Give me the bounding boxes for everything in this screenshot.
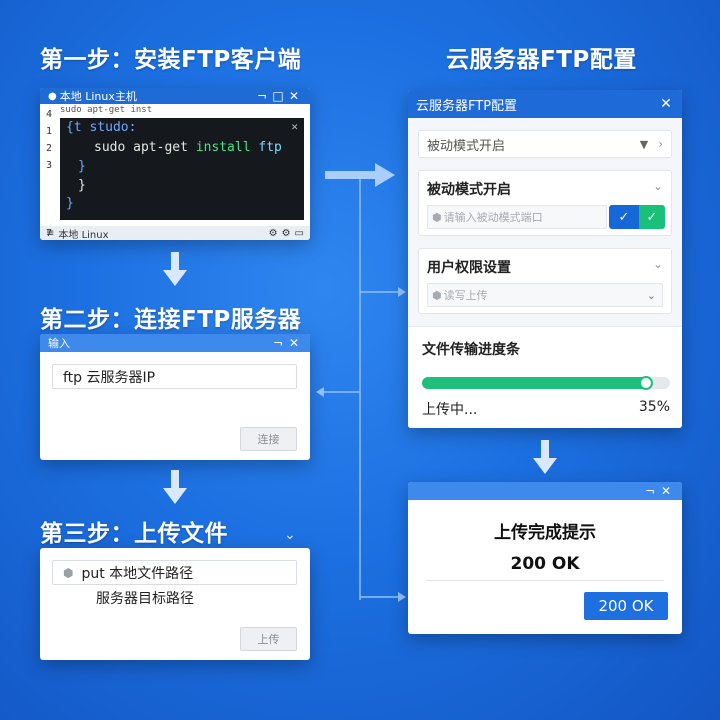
gear-icon[interactable]: ⚙ [281, 227, 291, 239]
done-status-code: 200 OK [510, 554, 580, 574]
passive-port-placeholder: 请输入被动模式端口 [443, 211, 543, 224]
shield-icon: ⬢ [432, 288, 442, 302]
step3-heading: 第三步：上传文件 [40, 521, 228, 547]
ok-button[interactable]: 200 OK [584, 592, 668, 620]
code-line: sudo apt-get install ftp [94, 140, 282, 155]
terminal-top-line: sudo apt-get inst [60, 105, 153, 115]
code-line: } [78, 178, 86, 193]
chevron-down-icon[interactable]: ⌄ [652, 257, 663, 271]
minimize-icon[interactable]: ¬ [272, 336, 284, 350]
cloud-config-window: 云服务器FTP配置 ✕ 被动模式开启 ▼ › 被动模式开启 ⌄ ⬢请输入被动模式… [408, 90, 682, 428]
put-command-text: put 本地文件路径 [81, 565, 194, 582]
connect-window: 输入 ¬ ✕ ftp 云服务器IP 连接 [40, 334, 310, 460]
passive-mode-panel: 被动模式开启 ⌄ ⬢请输入被动模式端口 ✓ ✓ [418, 170, 672, 236]
arrow-down-icon [163, 252, 187, 288]
line-number [40, 191, 58, 208]
arrow-down-icon [533, 440, 557, 476]
minimize-icon[interactable]: ¬ [644, 484, 656, 498]
permission-panel: 用户权限设置 ⌄ ⬢读写上传 ⌄ [418, 248, 672, 314]
cloud-heading: 云服务器FTP配置 [446, 47, 637, 73]
upload-button[interactable]: 上传 [240, 627, 297, 651]
close-icon[interactable]: ✕ [288, 336, 300, 350]
gear-icon[interactable]: ⚙ [268, 227, 278, 239]
line-number: 7 [45, 228, 53, 239]
progress-status: 上传中... [422, 402, 478, 418]
progress-fill [422, 376, 653, 390]
permission-select[interactable]: ⬢读写上传 ⌄ [427, 283, 663, 307]
progress-panel: 文件传输进度条 上传中... 35% [408, 326, 682, 428]
caret-down-icon: ▼ [639, 137, 649, 151]
chevron-down-icon[interactable]: ⌄ [284, 527, 296, 543]
line-numbers: 4 1 2 3 7 [40, 104, 58, 239]
cloud-titlebar: 云服务器FTP配置 ✕ [408, 90, 682, 118]
window-icon[interactable]: ▭ [294, 227, 304, 239]
close-icon[interactable]: ✕ [291, 120, 298, 133]
arrow-down-icon [163, 470, 187, 506]
code-line: } [66, 196, 74, 211]
target-path-text: 服务器目标路径 [96, 591, 194, 607]
code-line: } [78, 159, 86, 174]
ftp-command-input[interactable]: ftp 云服务器IP [52, 364, 297, 389]
terminal-titlebar: ● 本地 Linux主机 ¬ □ ✕ [40, 88, 310, 104]
shield-icon: ⬢ [432, 210, 442, 224]
close-icon[interactable]: ✕ [288, 89, 300, 103]
chevron-down-icon[interactable]: ⌄ [652, 179, 663, 193]
terminal-editor[interactable]: sudo apt-get inst {t studo: ✕ sudo apt-g… [58, 104, 310, 226]
terminal-statusbar: ≡ 本地 Linux ⚙ ⚙ ▭ [40, 226, 310, 240]
passive-mode-label: 被动模式开启 [427, 182, 511, 198]
progress-handle[interactable] [638, 376, 653, 390]
linux-icon: ● [48, 90, 57, 102]
passive-port-input[interactable]: ⬢请输入被动模式端口 [427, 205, 607, 229]
status-text: 本地 Linux [58, 229, 109, 241]
close-icon[interactable]: ✕ [660, 484, 672, 498]
line-number: 4 [45, 109, 53, 120]
connect-title: 输入 [48, 337, 70, 350]
step1-heading: 第一步：安装FTP客户端 [40, 47, 302, 73]
arrow-right-icon [325, 163, 395, 187]
terminal-window: ● 本地 Linux主机 ¬ □ ✕ 4 1 2 3 7 sudo apt-ge… [40, 88, 310, 240]
line-number [40, 208, 58, 225]
divider [426, 580, 664, 581]
mode-dropdown[interactable]: 被动模式开启 ▼ › [418, 130, 672, 158]
line-number: 2 [45, 143, 53, 154]
code-line: {t studo: [66, 120, 137, 135]
terminal-body: 4 1 2 3 7 sudo apt-get inst {t studo: ✕ … [40, 104, 310, 239]
permission-label: 用户权限设置 [427, 260, 511, 276]
line-number: 1 [45, 126, 53, 137]
maximize-icon[interactable]: □ [272, 89, 284, 103]
check-icon[interactable]: ✓ [609, 205, 639, 229]
chevron-right-icon: › [658, 137, 663, 151]
terminal-screen[interactable]: {t studo: ✕ sudo apt-get install ftp } }… [60, 118, 304, 220]
chevron-down-icon: ⌄ [646, 288, 656, 302]
line-number: 3 [45, 160, 53, 171]
done-titlebar: ¬ ✕ [408, 482, 682, 500]
connector-lines [316, 175, 406, 602]
done-title: 上传完成提示 [494, 523, 596, 543]
step2-heading: 第二步：连接FTP服务器 [40, 307, 302, 333]
minimize-icon[interactable]: ¬ [256, 89, 268, 103]
close-icon[interactable]: ✕ [660, 96, 672, 112]
progress-track [422, 376, 670, 390]
progress-percent: 35% [638, 399, 670, 415]
shield-icon: ⬢ [63, 565, 74, 580]
terminal-title: 本地 Linux主机 [59, 90, 137, 103]
permission-placeholder: 读写上传 [443, 289, 488, 302]
mode-dropdown-value: 被动模式开启 [427, 138, 506, 154]
passive-toggle[interactable]: ✓ [639, 205, 665, 229]
cloud-title: 云服务器FTP配置 [416, 98, 518, 114]
progress-title: 文件传输进度条 [422, 342, 520, 358]
line-number [40, 174, 58, 191]
upload-done-window: ¬ ✕ 上传完成提示 200 OK 200 OK [408, 482, 682, 634]
put-command-input[interactable]: ⬢ put 本地文件路径 [52, 560, 297, 585]
connect-titlebar: 输入 ¬ ✕ [40, 334, 310, 352]
menu-icon[interactable]: ≡ [46, 227, 55, 239]
upload-window: ⬢ put 本地文件路径 服务器目标路径 上传 [40, 548, 310, 660]
connect-button[interactable]: 连接 [240, 427, 297, 451]
